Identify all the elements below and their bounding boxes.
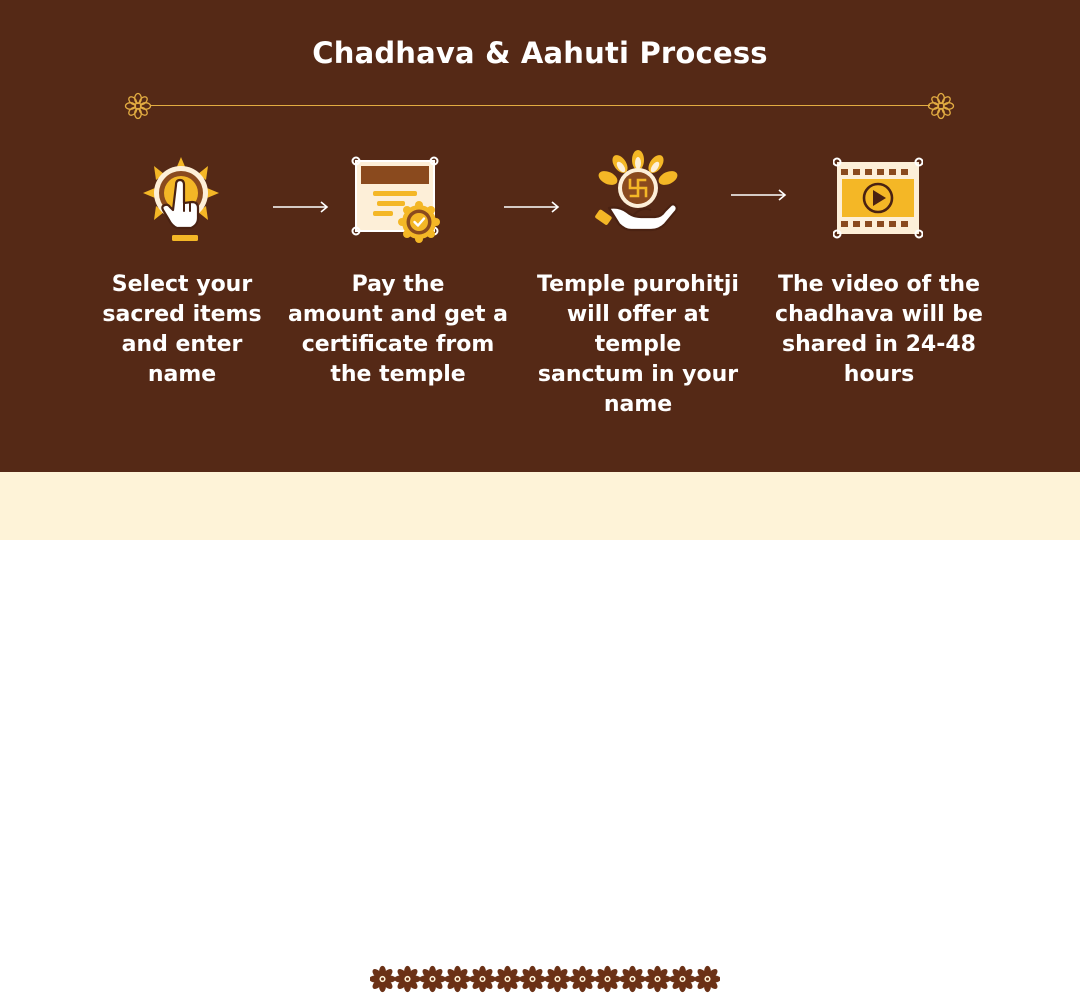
arrow-right-icon (504, 201, 560, 213)
video-play-icon (833, 157, 923, 239)
mandala-icon (124, 92, 152, 120)
flower-ornament-icon (570, 965, 595, 993)
flower-ornament-icon (695, 965, 720, 993)
arrow-right-icon (731, 189, 787, 201)
step-2-text: Pay the amount and get a certificate fro… (288, 272, 508, 387)
flower-ornament-icon (520, 965, 545, 993)
step-1-text: Select your sacred items and enter name (102, 272, 262, 387)
mandala-icon (927, 92, 955, 120)
footer-band (0, 472, 1080, 993)
certificate-icon (351, 156, 440, 243)
arrow-right-icon (273, 201, 329, 213)
flower-ornament-icon (370, 965, 395, 993)
flower-ornament-icon (545, 965, 570, 993)
flower-ornament-icon (595, 965, 620, 993)
step-3-text: Temple purohitji will offer at temple sa… (537, 272, 739, 417)
flower-ornament-icon (420, 965, 445, 993)
title-divider (150, 105, 930, 106)
flower-ornament-icon (395, 965, 420, 993)
flower-ornament-icon (495, 965, 520, 993)
flower-ornament-icon (670, 965, 695, 993)
flower-ornament-icon (645, 965, 670, 993)
flower-ornament-icon (445, 965, 470, 993)
step-4-text: The video of the chadhava will be shared… (775, 272, 983, 387)
flower-ornament-icon (620, 965, 645, 993)
flower-border (370, 965, 720, 993)
process-panel: Chadhava & Aahuti Process (0, 0, 1080, 472)
offering-swastika-icon (595, 150, 678, 232)
tap-hand-icon (143, 157, 219, 241)
flower-ornament-icon (470, 965, 495, 993)
page-title: Chadhava & Aahuti Process (312, 36, 768, 70)
